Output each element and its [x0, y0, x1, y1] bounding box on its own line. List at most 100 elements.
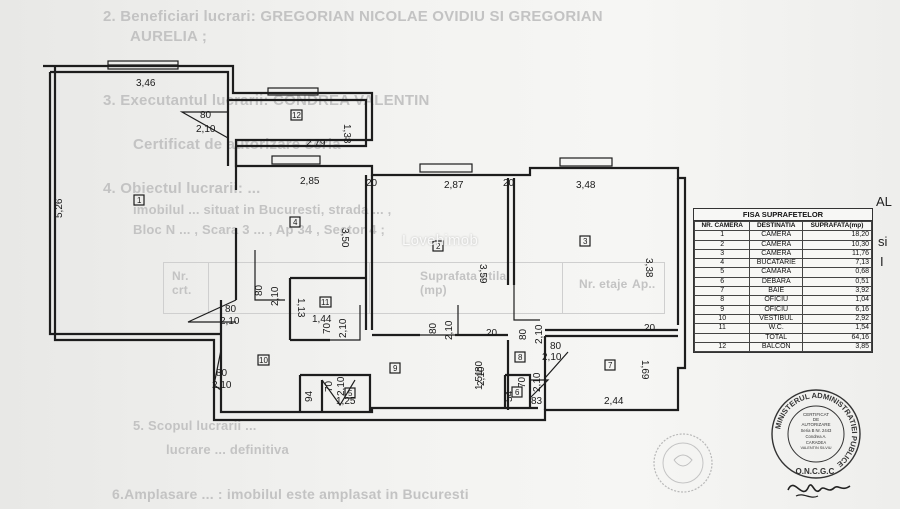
- table-header: SUPRAFATA(mp): [801, 220, 873, 232]
- room-number: 8: [518, 353, 523, 362]
- room-number: 7: [608, 361, 613, 370]
- official-stamp: MINISTERUL ADMINISTRATIEI PUBLICE CERTIF…: [771, 389, 861, 479]
- table-cell: [693, 332, 751, 343]
- room-number: 9: [393, 364, 398, 373]
- dim-label: 2,10: [270, 286, 281, 306]
- table-cell: DEBARA: [749, 276, 803, 288]
- watermark: Lovehimob: [402, 232, 479, 249]
- dim-label: 1,13: [295, 298, 306, 318]
- dim-label: 2,44: [604, 396, 624, 407]
- door-swings: [179, 111, 569, 407]
- dim-label: 94: [304, 390, 315, 402]
- dim-label: 3,59: [477, 264, 488, 284]
- side-text-mid1: si: [878, 234, 888, 249]
- room-number: 12: [292, 111, 301, 120]
- bg-line-8: 5. Scopul lucrarii ...: [133, 418, 257, 433]
- bg-line-7: Bloc N ... , Scara 3 ... , Ap 34 , Secto…: [133, 222, 385, 237]
- stamp-bottom: O.N.C.G.C.: [796, 467, 837, 476]
- table-cell: 7,13: [801, 258, 873, 269]
- side-text-top: AL: [876, 194, 892, 209]
- dim-label: 2,10: [532, 372, 543, 392]
- table-cell: BAIE: [749, 286, 803, 297]
- table-cell: CAMERA: [749, 230, 803, 241]
- table-cell: 9: [693, 304, 751, 315]
- side-text-mid2: I: [880, 254, 884, 269]
- room-number: 11: [321, 298, 330, 307]
- dim-label: 2,79: [306, 138, 326, 149]
- dim-label: 3,38: [643, 258, 654, 278]
- table-cell: 11: [693, 323, 751, 334]
- table-cell: 5: [693, 267, 751, 278]
- table-cell: 7: [693, 286, 751, 297]
- dim-label: 2,10: [444, 320, 455, 340]
- bg-line-6: imobilul ... situat in Bucuresti, strada…: [133, 202, 392, 217]
- table-cell: 1,04: [801, 295, 873, 306]
- dim-label: 20: [366, 178, 378, 189]
- table-cell: 3,85: [801, 341, 873, 353]
- table-cell: 18,20: [801, 230, 873, 241]
- bg-line-2: AURELIA ;: [130, 28, 208, 45]
- stamp-line: DE: [813, 417, 819, 422]
- dim-label: 3,50: [339, 228, 350, 248]
- dim-label: 80: [428, 322, 439, 334]
- stamp-line: CARADEA: [806, 440, 826, 445]
- room-number: 4: [293, 218, 298, 227]
- table-cell: 6: [693, 276, 751, 288]
- table-cell: 0,68: [801, 267, 873, 278]
- stamp-line: VALENTIN SILVIU: [800, 446, 831, 450]
- table-cell: W.C.: [749, 323, 803, 334]
- table-cell: 3: [693, 248, 751, 260]
- table-cell: 10,30: [801, 239, 873, 250]
- table-cell: 2: [693, 239, 751, 250]
- table-cell: BALCON: [749, 341, 803, 353]
- dim-label: 1,25: [336, 396, 356, 407]
- table-header-row: NR. CAMERA DESTINATIA SUPRAFATA(mp): [693, 220, 873, 232]
- dim-label: 1,51: [474, 370, 485, 390]
- table-cell: 2,92: [801, 313, 873, 325]
- room-number: 2: [436, 242, 441, 251]
- bg-line-5: 4. Obiectul lucrarii: ...: [103, 180, 261, 197]
- room-numbers: 1 12 4 2 3 11 10 9 5 8 6 7: [133, 109, 616, 399]
- table-cell: CAMERA: [749, 239, 803, 250]
- table-cell: 1: [693, 230, 751, 241]
- signature: [787, 484, 851, 498]
- dim-label: 80: [225, 304, 237, 315]
- dim-label: 70: [322, 322, 333, 334]
- room-number: 3: [583, 237, 588, 246]
- dim-label: 2,10: [220, 316, 240, 327]
- stamp-line: Condrea A.: [806, 434, 827, 439]
- dim-label: 2,10: [476, 366, 487, 386]
- dim-label: 2,85: [300, 176, 320, 187]
- dim-label: 20: [503, 178, 515, 189]
- table-header: DESTINATIA: [749, 220, 803, 232]
- dim-label: 2,10: [196, 124, 216, 135]
- dim-label: 20: [486, 328, 498, 339]
- table-header: NR. CAMERA: [693, 220, 751, 232]
- room-number: 1: [137, 196, 142, 205]
- bg-line-9: lucrare ... definitiva: [166, 442, 289, 457]
- stamp-line: Seria B Nr. 2443: [801, 428, 832, 433]
- faded-seal: [653, 433, 713, 493]
- table-cell: VESTIBUL: [749, 313, 803, 325]
- outer-walls: [43, 64, 687, 422]
- dim-label: 70: [517, 376, 528, 388]
- dim-label: 80: [254, 284, 265, 296]
- dim-label: 3,48: [576, 180, 596, 191]
- dim-label: 1,69: [639, 360, 650, 380]
- table-cell: 3,92: [801, 286, 873, 297]
- dim-label: 2,10: [212, 380, 232, 391]
- table-cell: CAMERA: [749, 248, 803, 260]
- table-cell: 10: [693, 313, 751, 325]
- bg-table-col2: Suprafata utila (mp): [420, 269, 507, 297]
